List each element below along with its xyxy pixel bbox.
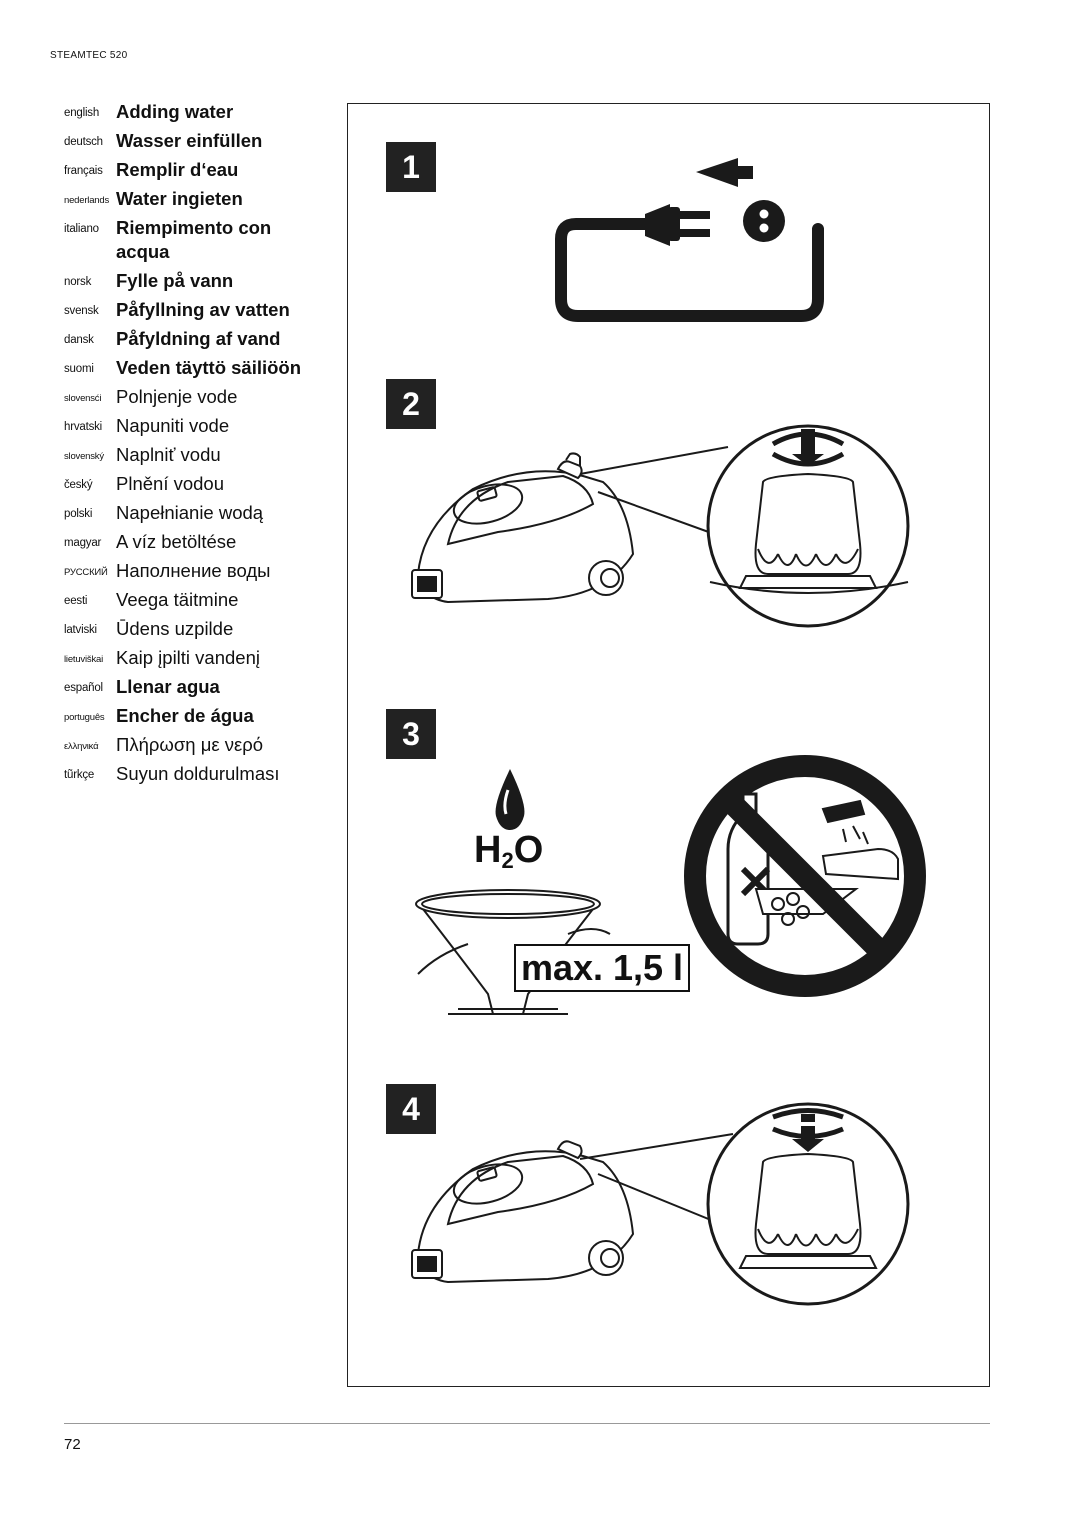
lang-title: Påfyldning af vand (116, 328, 281, 349)
lang-title: A víz betöltése (116, 531, 237, 552)
lang-row-svensk: svensk Påfyllning av vatten (64, 298, 334, 327)
lang-code: lietuviškai (64, 654, 103, 665)
step-badge-2: 2 (386, 379, 436, 429)
h2o-o: O (513, 829, 544, 871)
lang-code: deutsch (64, 136, 103, 148)
lang-code: český (64, 479, 93, 491)
lang-code: magyar (64, 537, 102, 549)
lang-row-espanol: español Llenar agua (64, 675, 334, 704)
lang-code: ελληνικά (64, 741, 99, 752)
lang-code: latviski (64, 624, 97, 636)
lang-row-nederlands: nederlands Water ingieten (64, 187, 334, 216)
lang-code: polski (64, 508, 93, 520)
lang-row-portugues: português Encher de água (64, 704, 334, 733)
max-volume-label: max. 1,5 l (514, 944, 690, 992)
lang-row-eesti: eesti Veega täitmine (64, 588, 334, 617)
lang-code: hrvatski (64, 421, 103, 433)
lang-row-francais: français Remplir d‘eau (64, 158, 334, 187)
lang-title: Veden täyttö säiliöön (116, 357, 302, 378)
lang-code: suomi (64, 363, 94, 375)
lang-title: Veega täitmine (116, 589, 239, 610)
lang-row-cesky: český Plnění vodou (64, 472, 334, 501)
step2-open-cap-illustration (411, 424, 910, 628)
h2o-h: H (474, 829, 502, 871)
lang-code: svensk (64, 305, 99, 317)
lang-row-latviski: latviski Ūdens uzpilde (64, 617, 334, 646)
lang-title: Plnění vodou (116, 473, 225, 494)
lang-title: Wasser einfüllen (116, 130, 263, 151)
lang-row-ellinika: ελληνικά Πλήρωση με νερό (64, 733, 334, 762)
lang-title: Påfyllning av vatten (116, 299, 290, 320)
lang-code: italiano (64, 223, 99, 235)
lang-code: eesti (64, 595, 88, 607)
illustration-svg (411, 158, 926, 1306)
lang-code: slovenský (64, 451, 104, 462)
lang-row-italiano: italiano Riempimento con acqua (64, 216, 334, 269)
lang-code: português (64, 712, 105, 723)
lang-code: español (64, 682, 103, 694)
lang-code: dansk (64, 334, 94, 346)
lang-title: Llenar agua (116, 676, 220, 697)
step-badge-4: 4 (386, 1084, 436, 1134)
illustration-panel: 1 2 3 4 H2O max. 1,5 l (347, 103, 990, 1387)
step4-close-cap-illustration (411, 1102, 910, 1306)
footer-divider (64, 1423, 990, 1424)
lang-code: tũrkçe (64, 769, 95, 781)
lang-title: Suyun doldurulması (116, 763, 280, 784)
lang-row-english: english Adding water (64, 100, 334, 129)
lang-title: Riempimento con acqua (116, 217, 272, 262)
lang-title: Adding water (116, 101, 234, 122)
lang-title: Ūdens uzpilde (116, 618, 234, 639)
document-model-header: STEAMTEC 520 (50, 50, 128, 61)
lang-row-norsk: norsk Fylle på vann (64, 269, 334, 298)
lang-code: РУССКИЙ (64, 567, 108, 578)
lang-title: Fylle på vann (116, 270, 234, 291)
lang-title: Napuniti vode (116, 415, 230, 436)
step-badge-3: 3 (386, 709, 436, 759)
lang-title: Πλήρωση με νερό (116, 734, 264, 755)
lang-row-suomi: suomi Veden täyttö säiliöön (64, 356, 334, 385)
lang-row-hrvatski: hrvatski Napuniti vode (64, 414, 334, 443)
h2o-subscript: 2 (501, 848, 514, 873)
h2o-label: H2O (474, 829, 543, 874)
lang-title: Kaip įpilti vandenį (116, 647, 260, 668)
page-number: 72 (64, 1436, 81, 1453)
lang-title: Polnjenje vode (116, 386, 238, 407)
lang-code: english (64, 107, 100, 119)
lang-title: Naplniť vodu (116, 444, 221, 465)
lang-title: Remplir d‘eau (116, 159, 239, 180)
lang-title: Наполнение воды (116, 560, 271, 581)
lang-row-slovensky: slovenský Naplniť vodu (64, 443, 334, 472)
lang-row-deutsch: deutsch Wasser einfüllen (64, 129, 334, 158)
lang-row-russkiy: РУССКИЙ Наполнение воды (64, 559, 334, 588)
lang-code: français (64, 165, 103, 177)
lang-code: slovensći (64, 393, 102, 404)
prohibition-sign (684, 755, 926, 997)
lang-row-polski: polski Napełnianie wodą (64, 501, 334, 530)
step1-unplug-illustration (555, 158, 824, 322)
lang-title: Water ingieten (116, 188, 243, 209)
lang-row-slovensci: slovensći Polnjenje vode (64, 385, 334, 414)
lang-code: norsk (64, 276, 92, 288)
lang-row-magyar: magyar A víz betöltése (64, 530, 334, 559)
lang-row-turkce: tũrkçe Suyun doldurulması (64, 762, 334, 791)
lang-code: nederlands (64, 195, 110, 206)
lang-title: Encher de água (116, 705, 254, 726)
language-title-list: english Adding water deutsch Wasser einf… (64, 100, 334, 791)
step-badge-1: 1 (386, 142, 436, 192)
step3-fill-water-illustration (415, 755, 926, 1015)
lang-row-dansk: dansk Påfyldning af vand (64, 327, 334, 356)
lang-row-lietuviskai: lietuviškai Kaip įpilti vandenį (64, 646, 334, 675)
lang-title: Napełnianie wodą (116, 502, 264, 523)
